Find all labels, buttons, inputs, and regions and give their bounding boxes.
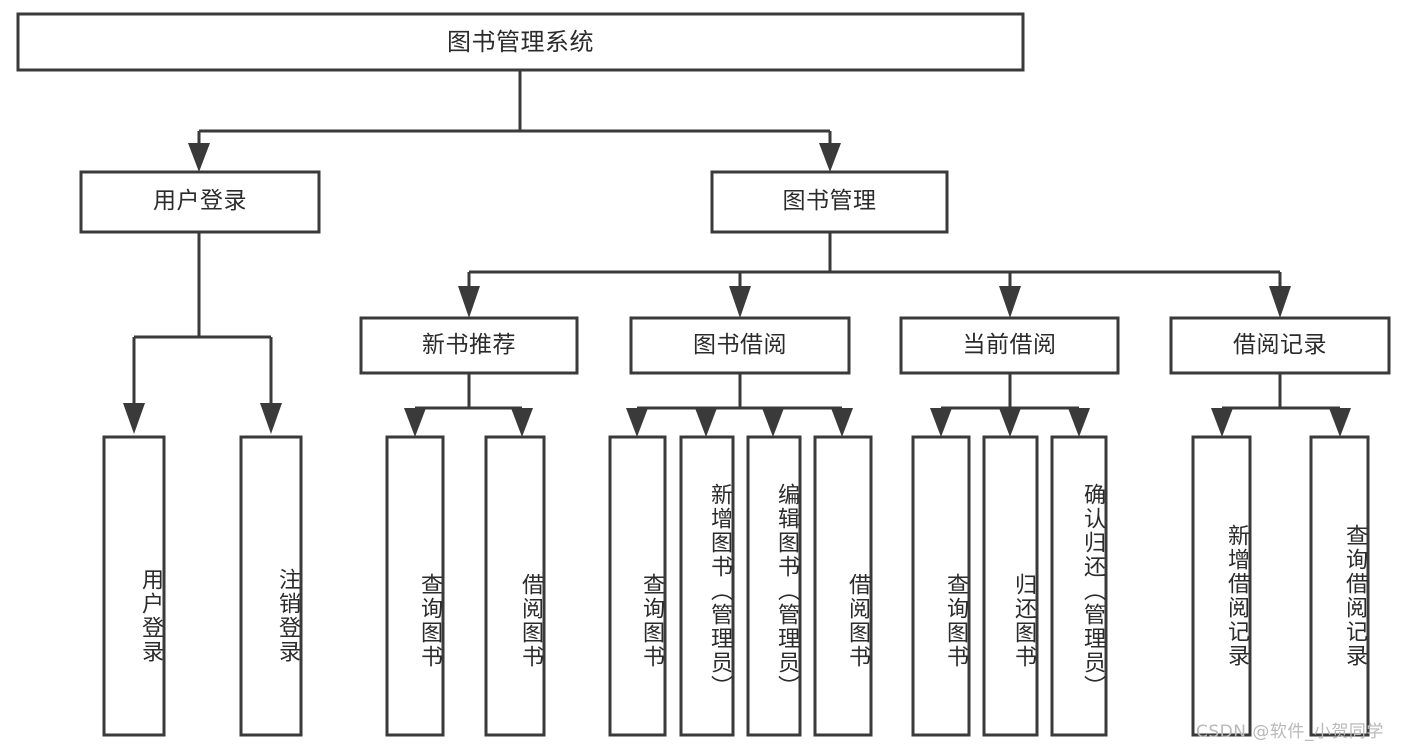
arrow-head-leaf-borrow-book-1: [511, 408, 533, 437]
arrow-head-leaf-add-record: [1211, 408, 1233, 437]
node-box-book-management[interactable]: [710, 170, 949, 234]
node-box-leaf-query-book-1[interactable]: [385, 435, 445, 737]
arrow-head-leaf-confirm-return: [1068, 408, 1090, 437]
node-box-leaf-return-book[interactable]: [982, 435, 1039, 737]
node-box-leaf-query-record[interactable]: [1309, 435, 1370, 737]
node-box-current-borrow[interactable]: [899, 316, 1120, 375]
node-box-borrow-record[interactable]: [1169, 316, 1391, 375]
node-box-leaf-logout-login[interactable]: [239, 435, 303, 737]
node-box-user-login[interactable]: [79, 170, 321, 234]
node-box-leaf-user-login[interactable]: [102, 435, 166, 737]
node-box-leaf-edit-book[interactable]: [746, 435, 802, 737]
arrow-head-leaf-add-book: [695, 408, 717, 437]
node-box-root[interactable]: [16, 12, 1025, 72]
arrow-head-leaf-query-book-2: [626, 408, 648, 437]
arrow-head-current-borrow: [999, 286, 1021, 318]
arrow-head-leaf-user-login: [123, 403, 145, 434]
arrow-head-user-login: [188, 143, 210, 172]
node-box-leaf-add-record[interactable]: [1191, 435, 1252, 737]
arrow-head-leaf-logout-login: [260, 403, 282, 434]
arrow-head-book-management: [819, 143, 841, 172]
arrow-head-leaf-query-book-1: [404, 408, 426, 437]
node-box-leaf-query-book-2[interactable]: [608, 435, 667, 737]
watermark-text: CSDN @软件_小贺同学: [1196, 722, 1384, 742]
node-box-book-borrow[interactable]: [629, 316, 851, 375]
node-box-leaf-borrow-book-1[interactable]: [484, 435, 546, 737]
arrow-head-borrow-record: [1269, 286, 1291, 318]
arrow-head-book-borrow: [729, 286, 751, 318]
arrow-head-new-book-recommend: [458, 286, 480, 318]
arrow-head-leaf-query-book-3: [930, 408, 952, 437]
arrow-head-leaf-borrow-book-2: [831, 408, 853, 437]
node-box-leaf-confirm-return[interactable]: [1050, 435, 1108, 737]
node-box-leaf-borrow-book-2[interactable]: [813, 435, 873, 737]
arrow-head-leaf-return-book: [999, 408, 1021, 437]
arrow-head-leaf-edit-book: [762, 408, 784, 437]
node-box-new-book-recommend[interactable]: [359, 316, 579, 375]
arrow-head-leaf-query-record: [1329, 408, 1351, 437]
node-box-leaf-query-book-3[interactable]: [911, 435, 971, 737]
node-box-leaf-add-book[interactable]: [679, 435, 735, 737]
